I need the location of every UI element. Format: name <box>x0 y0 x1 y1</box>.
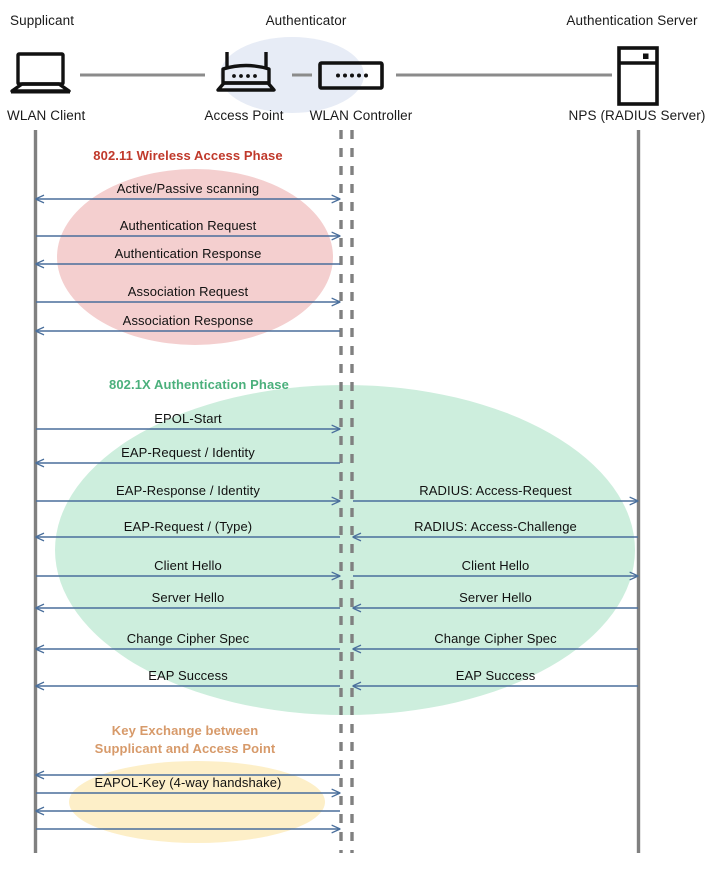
phase-80211-ellipse <box>57 169 333 345</box>
message-label-left-0: Active/Passive scanning <box>116 181 260 196</box>
actor-role-authenticator: Authenticator <box>265 13 347 28</box>
message-label-right-3: Server Hello <box>459 590 532 605</box>
message-label-right-4: Change Cipher Spec <box>434 631 557 646</box>
server-icon <box>617 46 659 106</box>
message-label-left-10: Server Hello <box>151 590 225 605</box>
message-label-left-11: Change Cipher Spec <box>126 631 250 646</box>
actor-role-authentication-server: Authentication Server <box>566 13 698 28</box>
phase-title-key-exchange-line1: Key Exchange between <box>111 723 259 738</box>
message-arrows-left <box>36 199 340 829</box>
message-label-left-9: Client Hello <box>154 558 222 573</box>
message-label-right-5: EAP Success <box>455 668 536 683</box>
phase-title-key-exchange-line2: Supplicant and Access Point <box>94 741 276 756</box>
message-label-left-7: EAP-Response / Identity <box>116 483 260 498</box>
message-label-right-0: RADIUS: Access-Request <box>419 483 572 498</box>
message-label-left-5: EPOL-Start <box>154 411 222 426</box>
laptop-icon <box>10 52 71 94</box>
actor-device-access-point: Access Point <box>204 108 284 123</box>
message-label-left-3: Association Request <box>127 284 249 299</box>
phase-8021x-ellipse <box>55 385 635 715</box>
message-label-left-4: Association Response <box>122 313 254 328</box>
phase-title-8021x: 802.1X Authentication Phase <box>109 377 289 392</box>
message-label-right-1: RADIUS: Access-Challenge <box>414 519 577 534</box>
message-arrows-right <box>353 501 638 686</box>
message-label-left-14: EAPOL-Key (4-way handshake) <box>94 775 282 790</box>
wlan-controller-icon <box>318 61 384 90</box>
message-label-left-1: Authentication Request <box>119 218 257 233</box>
phase-title-80211: 802.11 Wireless Access Phase <box>93 148 283 163</box>
actor-device-wlan-client: WLAN Client <box>7 108 86 123</box>
actor-role-supplicant: Supplicant <box>10 13 75 28</box>
message-label-left-6: EAP-Request / Identity <box>121 445 255 460</box>
message-label-right-2: Client Hello <box>461 558 530 573</box>
access-point-icon <box>216 52 276 92</box>
message-label-left-2: Authentication Response <box>114 246 262 261</box>
phase-key-exchange-ellipse <box>69 761 325 843</box>
actor-device-nps-radius-server: NPS (RADIUS Server) <box>568 108 706 123</box>
actor-device-wlan-controller: WLAN Controller <box>309 108 413 123</box>
message-label-left-8: EAP-Request / (Type) <box>123 519 253 534</box>
message-label-left-12: EAP Success <box>148 668 228 683</box>
